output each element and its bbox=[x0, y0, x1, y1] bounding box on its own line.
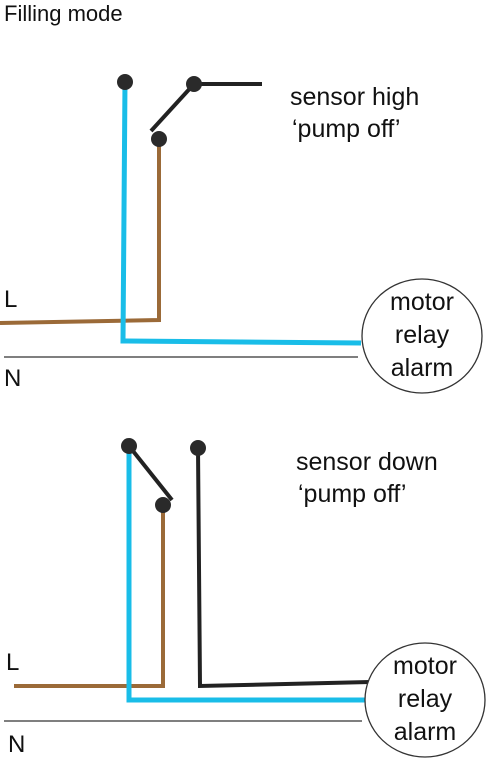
neutral-label: N bbox=[4, 365, 21, 392]
load-label-line2: relay bbox=[395, 321, 450, 349]
load-label-line3: alarm bbox=[391, 354, 454, 382]
load-label-line1: motor bbox=[393, 652, 457, 680]
live-label: L bbox=[6, 649, 19, 676]
terminal-dot bbox=[117, 74, 133, 90]
sensor-caption-line2: ‘pump off’ bbox=[292, 115, 400, 143]
load-label-line1: motor bbox=[390, 288, 454, 316]
sensor-caption-line1: sensor down bbox=[296, 448, 438, 476]
terminal-dot bbox=[186, 76, 202, 92]
terminal-dot bbox=[155, 497, 171, 513]
panel-sensor-high: sensor high ‘pump off’ L N motor relay a… bbox=[0, 74, 483, 394]
terminal-dot bbox=[151, 131, 167, 147]
load-circle bbox=[364, 642, 486, 758]
panel-sensor-down: sensor down ‘pump off’ L N motor relay a… bbox=[4, 438, 486, 758]
neutral-label: N bbox=[8, 731, 25, 758]
pump-wire bbox=[196, 447, 371, 689]
load-circle bbox=[361, 278, 483, 394]
load-label-line3: alarm bbox=[394, 718, 457, 746]
live-wire bbox=[0, 139, 161, 325]
terminal-dot bbox=[190, 440, 206, 456]
live-label: L bbox=[4, 286, 17, 313]
live-wire bbox=[14, 505, 165, 688]
switch-blade bbox=[127, 444, 174, 502]
sensor-caption-line2: ‘pump off’ bbox=[298, 480, 406, 508]
sensor-caption-line1: sensor high bbox=[290, 83, 419, 111]
switched-wire bbox=[120, 81, 362, 346]
terminal-dot bbox=[121, 438, 137, 454]
load-label-line2: relay bbox=[398, 685, 453, 713]
diagram-title: Filling mode bbox=[4, 1, 123, 26]
switch-blade bbox=[149, 82, 196, 133]
switched-wire bbox=[126, 446, 365, 703]
